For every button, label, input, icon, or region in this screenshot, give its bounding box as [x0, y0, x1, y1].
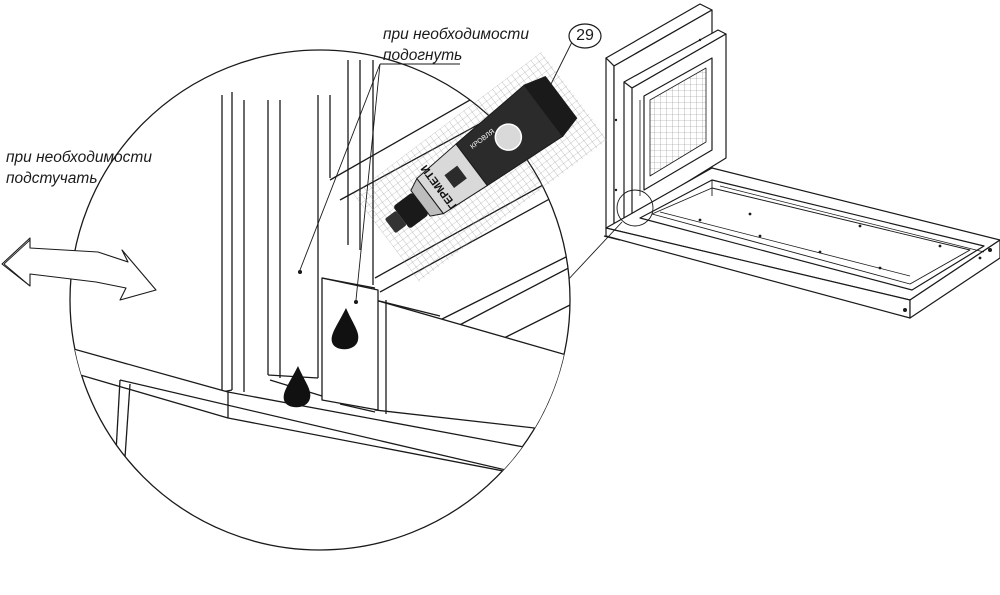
- screw-holes: [614, 38, 992, 312]
- vertical-panel: [605, 3, 727, 233]
- fit-note-line-1: при необходимости: [383, 26, 529, 43]
- callout-number: 29: [576, 27, 594, 44]
- base-frame: [603, 167, 1000, 319]
- glue-drops: [283, 308, 359, 408]
- sealant-tube-icon: ГЕРМЕТИ КРОВЛЯ: [353, 51, 608, 282]
- callout-circle: [568, 23, 602, 49]
- tap-note-line-1: при необходимости: [6, 149, 152, 166]
- frame-assembly: [565, 3, 1000, 319]
- fit-note: при необходимости подогнуть: [383, 24, 529, 66]
- glue-drop-icon: [331, 308, 359, 350]
- detail-leader-line: [565, 221, 623, 283]
- fit-note-line-2: подогнуть: [383, 47, 463, 64]
- tap-note: при необходимости подстучать: [6, 147, 152, 189]
- detail-marker-circle: [616, 189, 654, 227]
- tap-note-line-2: подстучать: [6, 170, 98, 187]
- glue-drop-icon: [283, 366, 311, 408]
- fit-note-leaders: [297, 63, 460, 305]
- tap-arrow-icon: [1, 237, 157, 301]
